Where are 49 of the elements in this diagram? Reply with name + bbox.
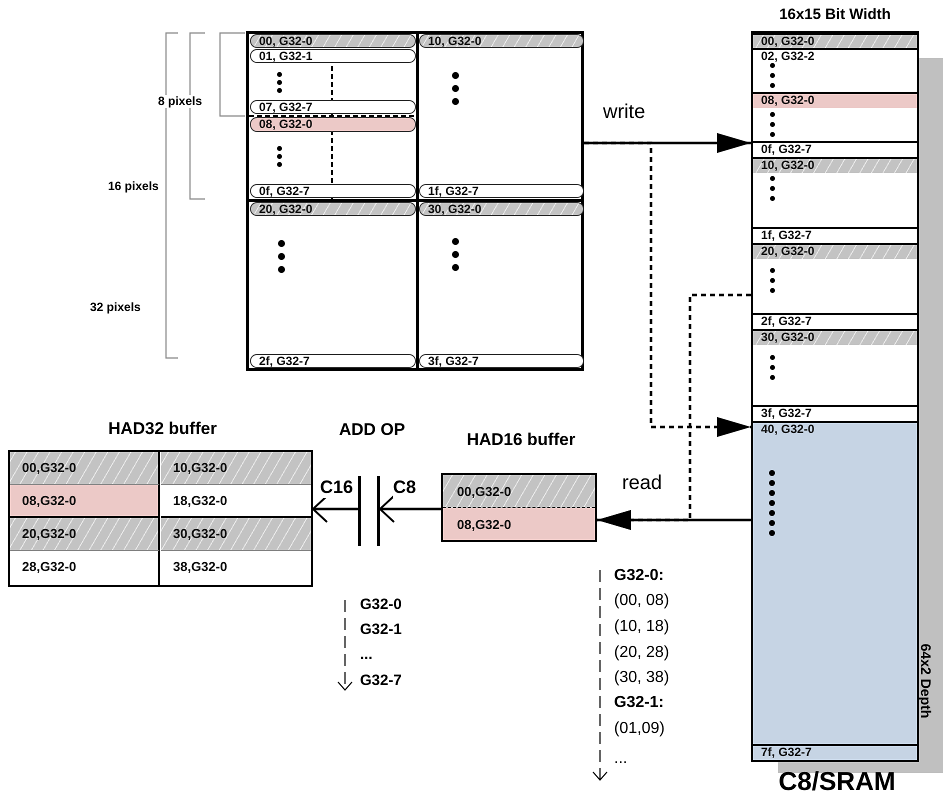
pixel-row: 3f, G32-7 (419, 354, 584, 368)
buffer-title: HAD16 buffer (466, 430, 576, 450)
memory-row: 00, G32-0 (753, 33, 917, 48)
memory-row: 3f, G32-7 (753, 405, 917, 421)
dimension-label: 8 pixels (158, 95, 202, 108)
memory-row: 30, G32-0 (753, 329, 917, 345)
memory-row: 10, G32-0 (753, 157, 917, 173)
memory-name: C8/SRAM (777, 766, 896, 791)
arrow (379, 495, 441, 523)
pixel-row: 0f, G32-7 (250, 184, 416, 198)
memory-row: 20, G32-0 (753, 243, 917, 259)
table-cell: 20,G32-0 (10, 518, 160, 551)
edge-label: C8 (393, 477, 416, 498)
memory-title: 16x15 Bit Width (778, 6, 892, 23)
edge-label: C16 (320, 477, 354, 498)
pixel-grid (246, 31, 584, 371)
pixel-row: 08, G32-0 (250, 117, 416, 132)
dimension-label: 32 pixels (90, 301, 141, 314)
operation-title: ADD OP (338, 420, 406, 440)
pixel-row: 20, G32-0 (250, 202, 416, 216)
memory-row: 7f, G32-7 (753, 744, 917, 760)
memory-row: 08, G32-0 (753, 92, 917, 108)
dimension-label: 16 pixels (108, 180, 159, 194)
buffer-title: HAD32 buffer (107, 419, 218, 439)
pixel-row: 1f, G32-7 (419, 184, 584, 198)
memory-row: 1f, G32-7 (753, 227, 917, 243)
memory-row: 40, G32-0 (753, 421, 917, 437)
sequence-label: (20, 28) (614, 644, 670, 662)
pixel-row: 2f, G32-7 (250, 354, 416, 368)
sequence-label: (00, 08) (614, 592, 670, 610)
pixel-row: 30, G32-0 (419, 202, 584, 216)
table-cell: 00,G32-0 (10, 452, 160, 485)
pixel-row: 07, G32-7 (250, 100, 416, 114)
pixel-row: 01, G32-1 (250, 49, 416, 63)
pixel-row: 00, G32-0 (250, 34, 416, 48)
pixel-row: 10, G32-0 (419, 34, 584, 48)
dashed-arrow (584, 142, 751, 437)
table-cell: 30,G32-0 (161, 518, 311, 551)
memory-row: 2f, G32-7 (753, 313, 917, 329)
table-cell: 08,G32-0 (10, 485, 160, 518)
buffer-row: 00,G32-0 (443, 475, 595, 508)
memory-depth-label: 64x2 Depth (918, 642, 934, 720)
memory-row: 02, G32-2 (753, 48, 917, 63)
buffer-row: 08,G32-0 (443, 508, 595, 540)
sequence-label: (30, 38) (614, 669, 670, 687)
table-cell: 10,G32-0 (161, 452, 311, 485)
sequence-label: (10, 18) (614, 618, 670, 636)
sequence-label: (01,09) (614, 720, 665, 738)
memory-row: 0f, G32-7 (753, 141, 917, 157)
